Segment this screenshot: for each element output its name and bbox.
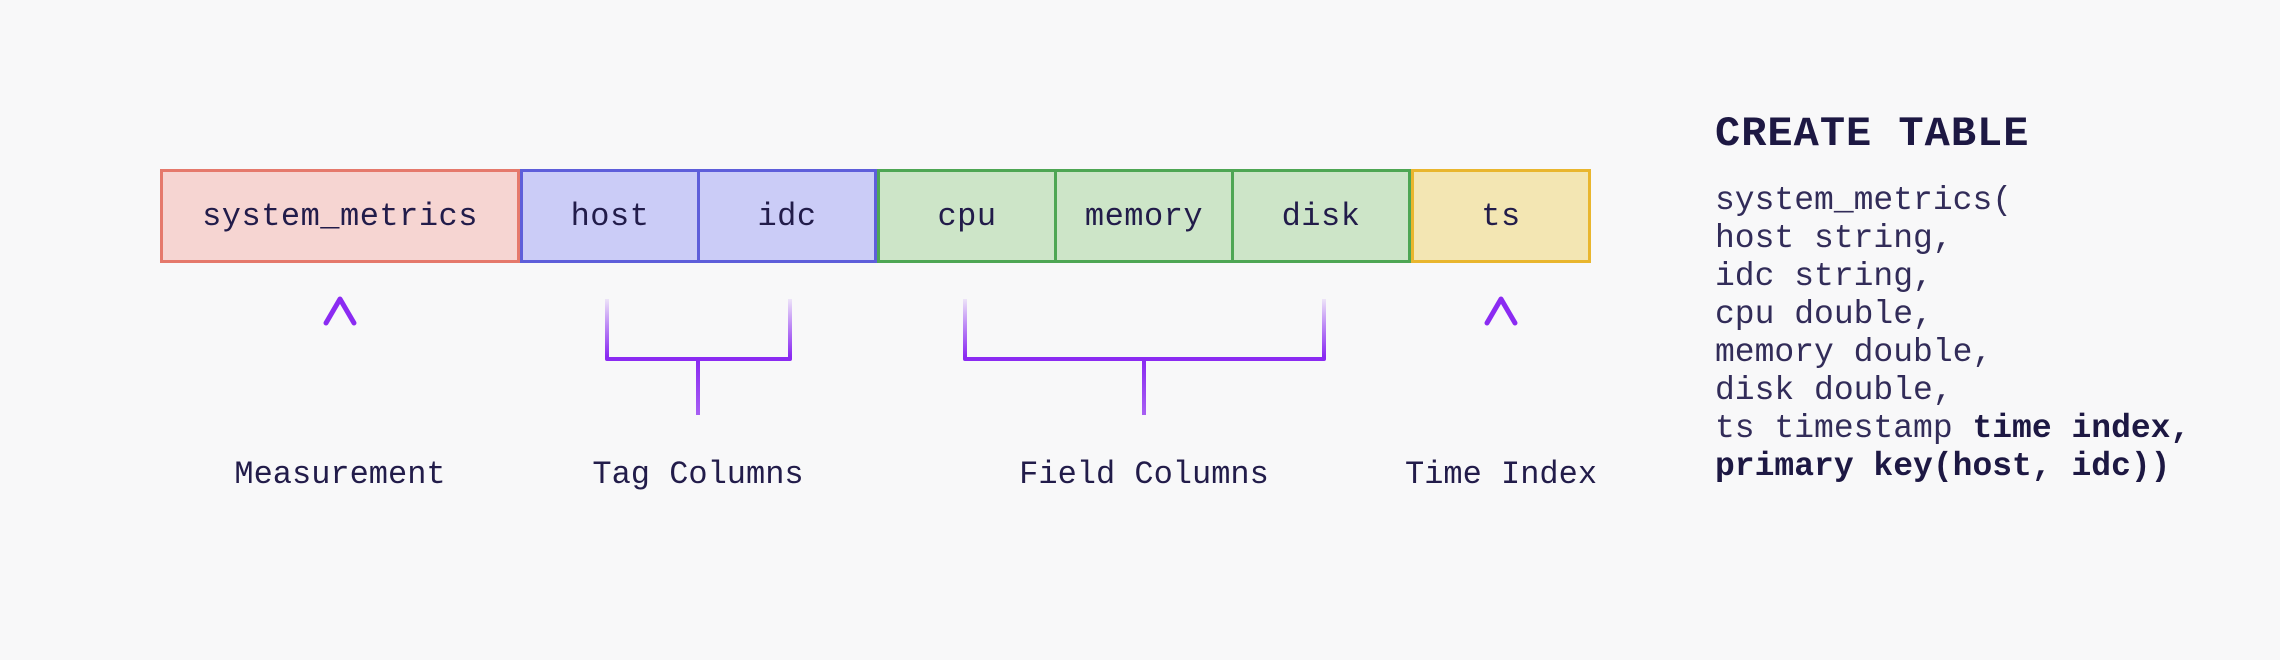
cell-disk: disk xyxy=(1231,169,1411,263)
bracket-drop xyxy=(1142,361,1146,415)
cell-label: ts xyxy=(1481,197,1521,235)
bracket-stem-right xyxy=(1321,299,1326,359)
sql-snippet: CREATE TABLE system_metrics(host string,… xyxy=(1715,110,2190,486)
sql-line: primary key(host, idc)) xyxy=(1715,448,2171,485)
bracket-bar xyxy=(604,357,792,361)
table-row: system_metrics host idc cpu memory disk ts xyxy=(160,169,1591,263)
cell-memory: memory xyxy=(1054,169,1234,263)
sql-heading: CREATE TABLE xyxy=(1715,110,2030,158)
sql-line: disk double, xyxy=(1715,372,1953,409)
sql-line: cpu double, xyxy=(1715,296,1933,333)
pointer-label-measurement: Measurement xyxy=(234,456,446,493)
cell-label: disk xyxy=(1281,197,1361,235)
cell-host: host xyxy=(520,169,700,263)
sql-line: idc string, xyxy=(1715,258,1933,295)
cell-ts: ts xyxy=(1411,169,1591,263)
pointer-label-time-index: Time Index xyxy=(1404,456,1598,493)
cell-label: memory xyxy=(1084,197,1204,235)
group-measurement: system_metrics xyxy=(160,169,520,263)
pointer-label-field-columns: Field Columns xyxy=(1019,456,1269,493)
bracket-stem-right xyxy=(787,299,792,359)
sql-line: ts timestamp time index, xyxy=(1715,410,2191,447)
group-time-index: ts xyxy=(1411,169,1591,263)
cell-label: idc xyxy=(757,197,817,235)
bracket-stem-left xyxy=(962,299,967,359)
sql-line: host string, xyxy=(1715,220,1953,257)
bracket-icon xyxy=(604,299,792,417)
bracket-bar xyxy=(962,357,1326,361)
bracket-icon xyxy=(962,299,1326,417)
sql-line: memory double, xyxy=(1715,334,1993,371)
pointer-label-tag-columns: Tag Columns xyxy=(592,456,804,493)
group-tag-columns: host idc xyxy=(520,169,877,263)
cell-label: system_metrics xyxy=(202,197,478,235)
group-field-columns: cpu memory disk xyxy=(877,169,1411,263)
cell-cpu: cpu xyxy=(877,169,1057,263)
up-arrow-icon xyxy=(1477,292,1525,423)
cell-label: host xyxy=(570,197,650,235)
cell-idc: idc xyxy=(697,169,877,263)
bracket-stem-left xyxy=(604,299,609,359)
cell-system_metrics: system_metrics xyxy=(160,169,520,263)
bracket-drop xyxy=(696,361,700,415)
sql-line: system_metrics( xyxy=(1715,182,2013,219)
up-arrow-icon xyxy=(316,292,364,423)
sql-lines: system_metrics(host string,idc string,cp… xyxy=(1715,182,2190,486)
cell-label: cpu xyxy=(937,197,997,235)
